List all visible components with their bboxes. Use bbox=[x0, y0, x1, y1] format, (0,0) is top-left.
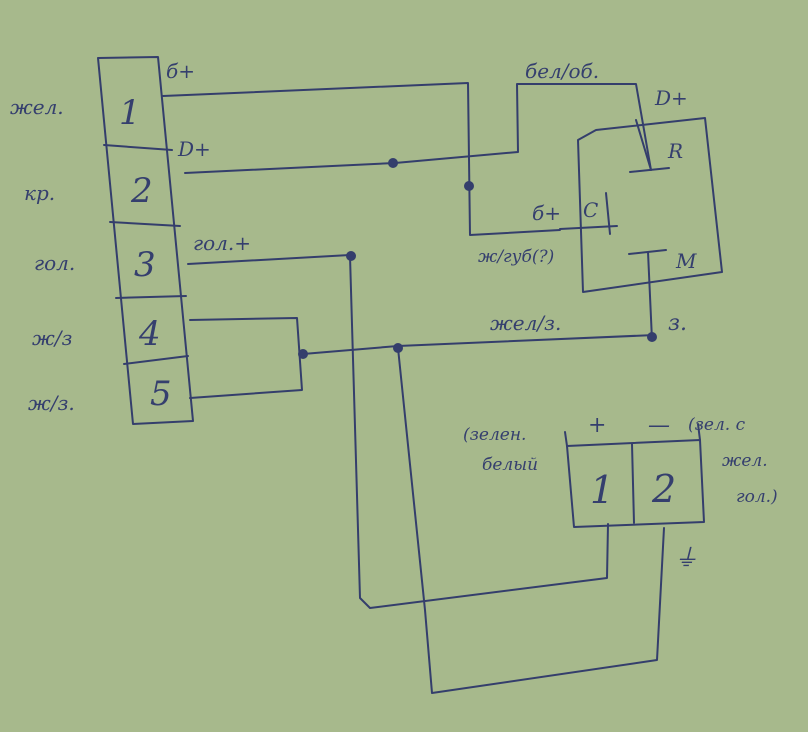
wire-color-label-5: ж/з. bbox=[28, 391, 75, 415]
connector-left-divider-4 bbox=[123, 355, 189, 365]
junction-dots bbox=[298, 158, 657, 359]
connector-bottom bbox=[564, 423, 705, 528]
junction-dot-gol bbox=[346, 251, 356, 261]
pin-number-5: 5 bbox=[150, 374, 172, 414]
label-relay-c: C bbox=[583, 198, 598, 222]
note-right-line-3: гол.) bbox=[736, 487, 778, 507]
note-right-line-1: (зел. с bbox=[688, 415, 746, 435]
wire-color-label-3: гол. bbox=[34, 251, 75, 275]
junction-dot-yg bbox=[393, 343, 403, 353]
junction-dot-ground bbox=[647, 332, 657, 342]
pin-number-3: 3 bbox=[134, 245, 156, 285]
connector-bottom-outline bbox=[566, 439, 705, 528]
label-ground-z: з. bbox=[668, 311, 687, 336]
note-left-line-1: (зелен. bbox=[463, 425, 526, 445]
wire-color-label-2: кр. bbox=[24, 181, 55, 205]
relay-terminal-m bbox=[628, 249, 667, 341]
label-relay-d-plus: D+ bbox=[654, 86, 688, 110]
junction-dot-loop bbox=[298, 349, 308, 359]
label-gol-plus: гол.+ bbox=[193, 231, 251, 255]
wire-yg-down-to-bottom bbox=[397, 347, 665, 694]
pin-number-1: 1 bbox=[119, 93, 141, 133]
note-left-line-2: белый bbox=[482, 455, 538, 475]
label-relay-r: R bbox=[667, 139, 683, 163]
bottom-pin-number-1: 1 bbox=[590, 468, 614, 512]
wire-pin1-b-plus bbox=[162, 82, 561, 236]
connector-left-pin-numbers: 1 2 3 4 5 bbox=[119, 93, 172, 414]
connector-left-outline bbox=[97, 56, 194, 425]
wire-gol-down-to-bottom bbox=[349, 255, 609, 609]
relay-terminal-r bbox=[629, 119, 670, 173]
connector-left bbox=[97, 56, 194, 425]
wire-pin3-gol bbox=[187, 254, 351, 265]
relay-terminal-c bbox=[559, 192, 618, 235]
junction-dot-b-plus bbox=[464, 181, 474, 191]
junction-dot-d-plus bbox=[388, 158, 398, 168]
bottom-minus-sign: — bbox=[648, 413, 670, 438]
connector-left-wire-labels: жел. кр. гол. ж/з ж/з. bbox=[10, 95, 75, 415]
connector-left-divider-3 bbox=[115, 295, 187, 299]
relay-box bbox=[559, 117, 723, 341]
ground-icon: ⏚ bbox=[674, 544, 698, 572]
wire-color-label-1: жел. bbox=[10, 95, 64, 119]
label-b-plus-top: б+ bbox=[166, 59, 195, 83]
label-yellow-green-wire: жел/з. bbox=[490, 311, 561, 335]
label-d-plus-left: D+ bbox=[177, 137, 211, 161]
pin-number-4: 4 bbox=[138, 314, 161, 354]
label-bel-ob: бел/об. bbox=[525, 59, 599, 83]
connector-bottom-pin-numbers: 1 2 bbox=[590, 467, 676, 512]
connector-bottom-notes: (зелен. белый (зел. с жел. гол.) bbox=[463, 415, 778, 507]
connector-left-divider-1 bbox=[103, 144, 173, 151]
connector-left-divider-2 bbox=[109, 221, 181, 227]
terminal-labels: б+ D+ гол.+ бел/об. D+ R б+ C M ж/губ(?)… bbox=[166, 59, 697, 336]
label-relay-b-plus: б+ bbox=[532, 201, 561, 225]
note-right-line-2: жел. bbox=[722, 451, 768, 471]
bottom-pin-number-2: 2 bbox=[651, 467, 676, 511]
connector-bottom-plus-lead bbox=[564, 431, 568, 447]
connector-bottom-minus-lead bbox=[697, 423, 701, 441]
wire-color-label-4: ж/з bbox=[32, 326, 72, 350]
relay-outline bbox=[577, 117, 723, 293]
label-zhgub: ж/губ(?) bbox=[478, 247, 554, 267]
connector-bottom-polarity: + — bbox=[588, 413, 670, 438]
pin-number-2: 2 bbox=[130, 171, 153, 211]
connector-bottom-divider bbox=[631, 443, 635, 524]
label-relay-m: M bbox=[675, 249, 697, 273]
bottom-plus-sign: + bbox=[588, 413, 606, 438]
wire-pin2-d-plus bbox=[184, 83, 652, 174]
